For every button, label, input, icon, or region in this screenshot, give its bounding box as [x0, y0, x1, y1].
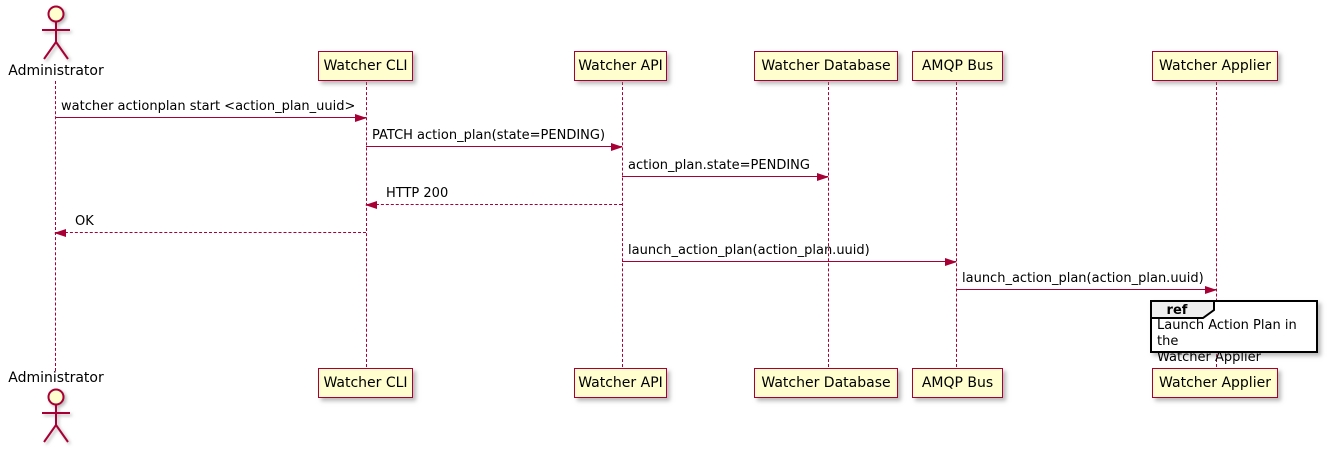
message-6: launch_action_plan(action_plan.uuid) — [622, 243, 957, 266]
message-label: action_plan.state=PENDING — [628, 158, 810, 173]
participant-box-watcher-api-bottom: Watcher API — [574, 368, 667, 398]
participant-box-amqp-bus-bottom: AMQP Bus — [912, 368, 1003, 398]
lifeline-watcher-api — [622, 82, 623, 367]
message-5: OK — [54, 214, 366, 237]
message-line — [55, 117, 366, 118]
ref-tab: ref — [1150, 300, 1215, 319]
message-line — [366, 204, 622, 205]
message-line — [366, 146, 622, 147]
actor-label-bottom: Administrator — [8, 370, 104, 386]
participant-box-amqp-bus-top: AMQP Bus — [912, 51, 1003, 81]
message-line — [956, 289, 1216, 290]
message-label: OK — [75, 214, 94, 229]
message-label: launch_action_plan(action_plan.uuid) — [962, 271, 1204, 286]
ref-keyword: ref — [1167, 303, 1188, 318]
lifeline-administrator — [55, 81, 56, 371]
message-label: launch_action_plan(action_plan.uuid) — [628, 243, 870, 258]
message-4: HTTP 200 — [365, 186, 622, 209]
message-line — [622, 261, 956, 262]
arrowhead-right-icon — [355, 114, 367, 122]
ref-text-line1: Launch Action Plan in the — [1157, 318, 1297, 349]
actor-label-top: Administrator — [8, 63, 104, 79]
lifeline-watcher-database — [828, 82, 829, 367]
actor-icon — [42, 5, 70, 60]
participant-box-watcher-applier-top: Watcher Applier — [1152, 51, 1278, 81]
ref-text: Launch Action Plan in the Watcher Applie… — [1157, 318, 1314, 366]
message-line — [55, 232, 366, 233]
message-label: PATCH action_plan(state=PENDING) — [372, 128, 606, 143]
lifeline-watcher-cli — [366, 82, 367, 367]
lifeline-amqp-bus — [956, 82, 957, 367]
participant-box-watcher-api-top: Watcher API — [574, 51, 667, 81]
message-2: PATCH action_plan(state=PENDING) — [366, 128, 623, 151]
arrowhead-right-icon — [611, 143, 623, 151]
arrowhead-right-icon — [817, 173, 829, 181]
participant-box-watcher-cli-bottom: Watcher CLI — [318, 368, 413, 398]
participant-box-watcher-applier-bottom: Watcher Applier — [1152, 368, 1278, 398]
message-3: action_plan.state=PENDING — [622, 158, 829, 181]
message-label: watcher actionplan start <action_plan_uu… — [61, 99, 356, 114]
message-line — [622, 176, 828, 177]
lifeline-watcher-applier — [1216, 82, 1217, 367]
message-label: HTTP 200 — [386, 186, 449, 201]
participant-box-watcher-cli-top: Watcher CLI — [318, 51, 413, 81]
arrowhead-right-icon — [945, 258, 957, 266]
participant-box-watcher-database-top: Watcher Database — [754, 51, 898, 81]
arrowhead-left-icon — [365, 201, 377, 209]
message-7: launch_action_plan(action_plan.uuid) — [956, 271, 1217, 294]
actor-icon — [42, 388, 70, 443]
arrowhead-right-icon — [1205, 286, 1217, 294]
message-1: watcher actionplan start <action_plan_uu… — [55, 99, 367, 122]
arrowhead-left-icon — [54, 229, 66, 237]
participant-box-watcher-database-bottom: Watcher Database — [754, 368, 898, 398]
ref-fragment: ref Launch Action Plan in the Watcher Ap… — [1150, 300, 1318, 365]
ref-text-line2: Watcher Applier — [1157, 350, 1261, 365]
